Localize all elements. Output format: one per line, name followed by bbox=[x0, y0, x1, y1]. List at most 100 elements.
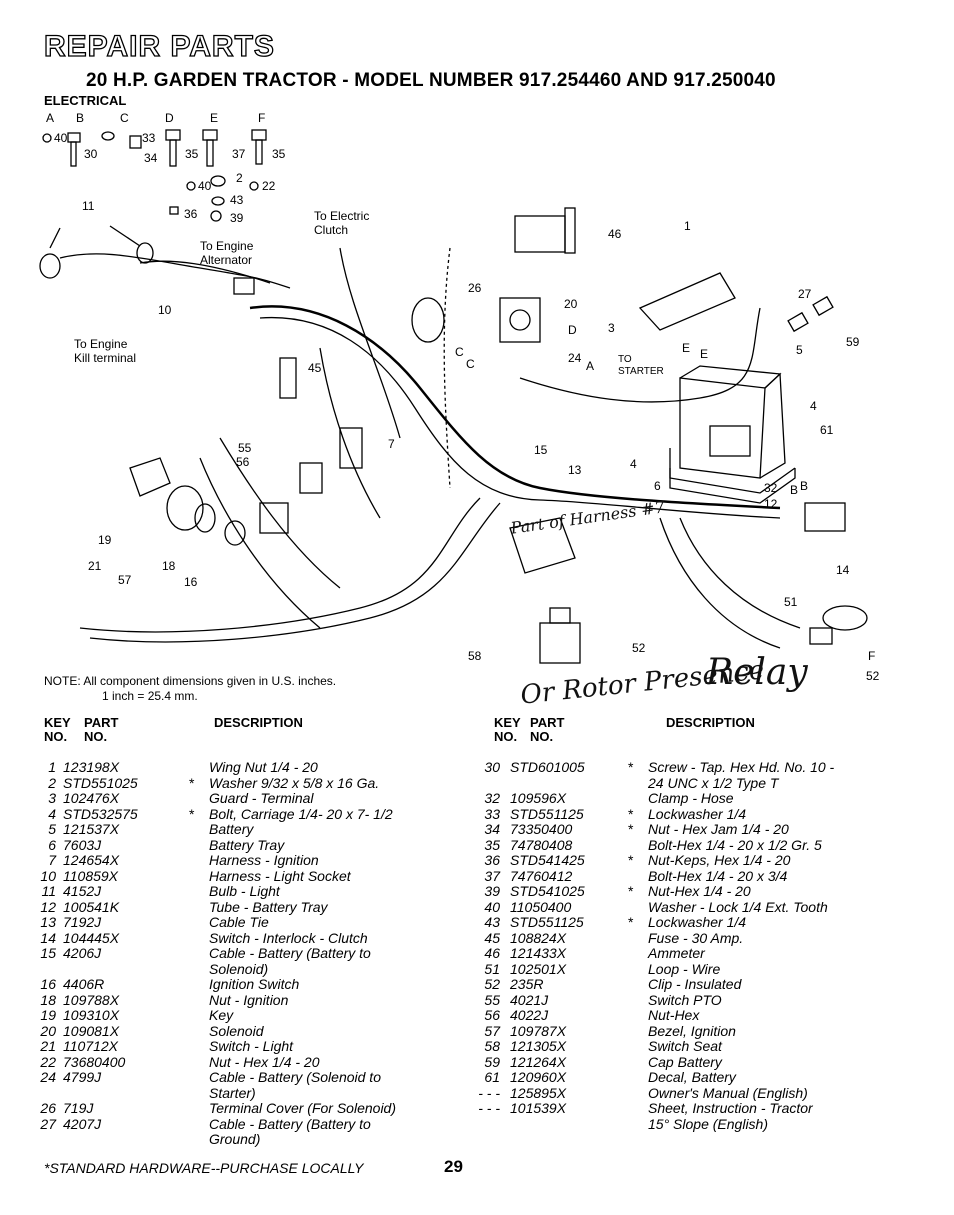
svg-text:F: F bbox=[258, 111, 265, 125]
key-number: 40 bbox=[484, 898, 500, 915]
handwritten-relay: Relay bbox=[706, 652, 808, 693]
svg-text:A: A bbox=[586, 359, 594, 373]
key-number: 59 bbox=[484, 1053, 500, 1070]
header-description: DESCRIPTION bbox=[666, 715, 755, 730]
part-description: Starter) bbox=[209, 1084, 256, 1101]
part-number: 100541K bbox=[63, 898, 120, 915]
part-description: Solenoid bbox=[209, 1022, 264, 1039]
standard-hardware-mark bbox=[189, 915, 209, 931]
standard-hardware-mark bbox=[189, 1039, 209, 1055]
standard-hardware-mark bbox=[628, 1055, 648, 1071]
standard-hardware-mark bbox=[628, 1039, 648, 1055]
key-number: 13 bbox=[40, 914, 56, 930]
part-number: STD532575 bbox=[63, 805, 138, 822]
part-number bbox=[500, 1117, 628, 1133]
parts-row: 24 UNC x 1/2 Type T bbox=[474, 775, 880, 792]
svg-text:35: 35 bbox=[272, 147, 286, 161]
part-number: 4799J bbox=[63, 1069, 102, 1085]
part-description: Clip - Insulated bbox=[648, 976, 742, 992]
part-description: 15° Slope (English) bbox=[648, 1115, 768, 1132]
parts-row: Solenoid) bbox=[30, 960, 429, 978]
part-description: Fuse - 30 Amp. bbox=[648, 929, 744, 946]
key-number bbox=[30, 1086, 56, 1102]
part-number: 4021J bbox=[510, 991, 549, 1008]
svg-text:57: 57 bbox=[118, 573, 132, 587]
part-description: Ground) bbox=[209, 1131, 261, 1147]
part-number: 4207J bbox=[63, 1115, 102, 1132]
standard-hardware-mark: * bbox=[628, 759, 634, 775]
part-description: Sheet, Instruction - Tractor bbox=[648, 1100, 813, 1116]
standard-hardware-mark bbox=[628, 1008, 648, 1024]
standard-hardware-mark bbox=[189, 884, 209, 900]
svg-text:32: 32 bbox=[764, 481, 778, 495]
standard-hardware-mark: * bbox=[189, 805, 195, 822]
key-number: 11 bbox=[41, 883, 56, 899]
model-subtitle: 20 H.P. GARDEN TRACTOR - MODEL NUMBER 91… bbox=[86, 70, 776, 91]
key-number: 33 bbox=[484, 805, 500, 822]
key-number: 1 bbox=[48, 759, 56, 775]
part-description: Switch Seat bbox=[648, 1038, 722, 1054]
part-number: 120960X bbox=[510, 1069, 567, 1085]
key-number: 32 bbox=[484, 790, 500, 806]
svg-text:12: 12 bbox=[764, 497, 778, 511]
key-number: 19 bbox=[40, 1007, 56, 1023]
svg-text:20: 20 bbox=[564, 297, 578, 311]
key-number bbox=[30, 1132, 56, 1148]
key-number: 4 bbox=[48, 805, 56, 822]
svg-text:52: 52 bbox=[632, 641, 646, 655]
header-description: DESCRIPTION bbox=[214, 715, 303, 730]
standard-hardware-mark bbox=[628, 1070, 648, 1086]
standard-hardware-mark bbox=[189, 1070, 209, 1086]
svg-text:4: 4 bbox=[810, 399, 817, 413]
key-number: 57 bbox=[484, 1022, 500, 1039]
part-description: Solenoid) bbox=[209, 960, 269, 977]
svg-text:D: D bbox=[165, 111, 174, 125]
svg-text:F: F bbox=[868, 649, 875, 663]
part-description: Decal, Battery bbox=[648, 1069, 736, 1085]
key-number: 5 bbox=[48, 821, 56, 837]
part-description: Nut - Hex Jam 1/4 - 20 bbox=[648, 821, 789, 837]
svg-text:24: 24 bbox=[568, 351, 582, 365]
part-number: 110712X bbox=[63, 1038, 119, 1054]
key-number: 51 bbox=[484, 960, 500, 977]
part-number: 124654X bbox=[63, 852, 120, 868]
part-description: Switch - Interlock - Clutch bbox=[209, 929, 368, 946]
svg-text:6: 6 bbox=[654, 479, 661, 493]
part-description: Lockwasher 1/4 bbox=[648, 914, 747, 930]
header-part-no: NO. bbox=[530, 729, 554, 744]
part-number: 74780408 bbox=[510, 836, 573, 853]
part-description: Bolt-Hex 1/4 - 20 x 3/4 bbox=[648, 867, 788, 884]
standard-hardware-mark bbox=[628, 791, 648, 807]
standard-hardware-mark bbox=[628, 900, 648, 916]
key-number: 20 bbox=[40, 1022, 56, 1039]
standard-hardware-mark bbox=[628, 962, 648, 978]
key-number: 22 bbox=[40, 1053, 56, 1070]
svg-text:40: 40 bbox=[198, 179, 212, 193]
key-number: 39 bbox=[484, 883, 500, 899]
part-number: STD541425 bbox=[510, 852, 585, 868]
key-number: 14 bbox=[40, 929, 56, 946]
part-number: 123198X bbox=[63, 759, 120, 775]
part-number: 235R bbox=[510, 976, 544, 992]
svg-text:26: 26 bbox=[468, 281, 482, 295]
standard-hardware-mark bbox=[189, 1132, 209, 1148]
part-description: Clamp - Hose bbox=[648, 790, 734, 806]
key-number: 43 bbox=[484, 914, 500, 930]
key-number: 37 bbox=[484, 867, 500, 884]
part-number: 110859X bbox=[63, 867, 119, 884]
standard-hardware-mark bbox=[189, 931, 209, 947]
part-number bbox=[56, 1086, 189, 1102]
key-number: 7 bbox=[48, 852, 56, 868]
svg-text:19: 19 bbox=[98, 533, 112, 547]
svg-text:E: E bbox=[210, 111, 218, 125]
